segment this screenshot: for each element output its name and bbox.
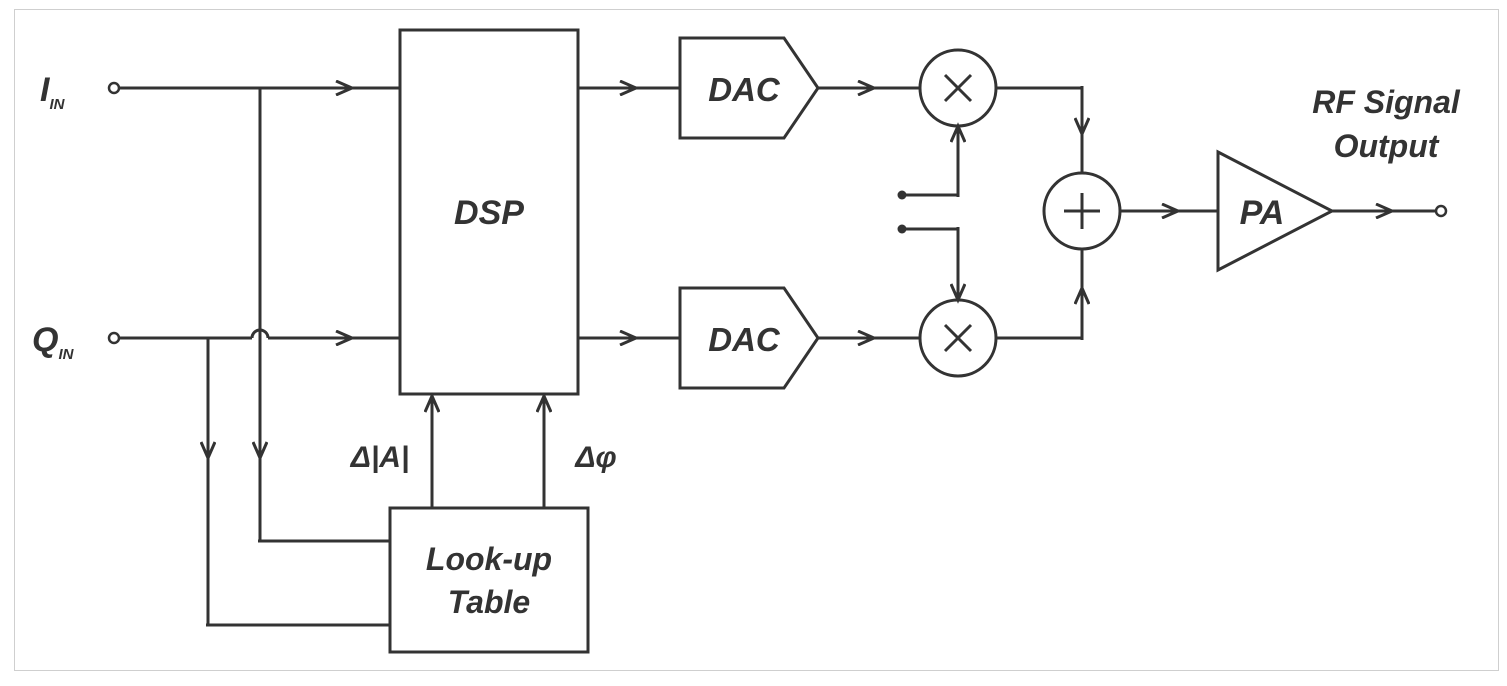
lookup-table-block xyxy=(388,506,590,654)
summer xyxy=(1042,171,1122,251)
i-input-terminal xyxy=(107,81,121,95)
delta-amplitude-label: Δ|A| xyxy=(350,441,410,474)
lo-input-bottom xyxy=(897,224,959,301)
lookup-table-label-line2: Table xyxy=(448,584,530,620)
i-input-subscript: IN xyxy=(49,96,65,113)
dsp-block xyxy=(398,28,580,396)
dac-bottom-block xyxy=(678,286,820,390)
rf-output-label-line1: RF Signal xyxy=(1312,84,1461,120)
dac-bottom-label: DAC xyxy=(708,321,781,358)
q-input-wire xyxy=(119,328,400,338)
lo-input-top xyxy=(897,126,959,200)
diagram-frame xyxy=(14,9,1499,671)
mixer-top xyxy=(918,48,998,128)
mixer-bottom xyxy=(918,298,998,378)
i-input-label: IIN xyxy=(40,71,66,113)
dac-top-block xyxy=(678,36,820,140)
q-branch-wire xyxy=(206,338,390,627)
q-input-subscript: IN xyxy=(58,346,74,363)
dsp-label: DSP xyxy=(454,194,524,232)
rf-output-terminal xyxy=(1434,204,1448,218)
q-input-terminal xyxy=(107,331,121,345)
mixer-bottom-to-sum-wire xyxy=(996,249,1082,340)
q-input-main: Q xyxy=(32,321,58,359)
pa-label: PA xyxy=(1240,194,1285,232)
lookup-table-label-line1: Look-up xyxy=(426,541,552,577)
rf-output-label-line2: Output xyxy=(1334,128,1440,164)
delta-phase-label: Δφ xyxy=(574,441,616,474)
q-input-label: QIN xyxy=(32,321,75,363)
i-branch-wire xyxy=(258,88,390,543)
mixer-top-to-sum-wire xyxy=(996,86,1082,173)
pa-block xyxy=(1216,149,1336,273)
i-input-main: I xyxy=(40,71,51,109)
dac-top-label: DAC xyxy=(708,71,781,108)
